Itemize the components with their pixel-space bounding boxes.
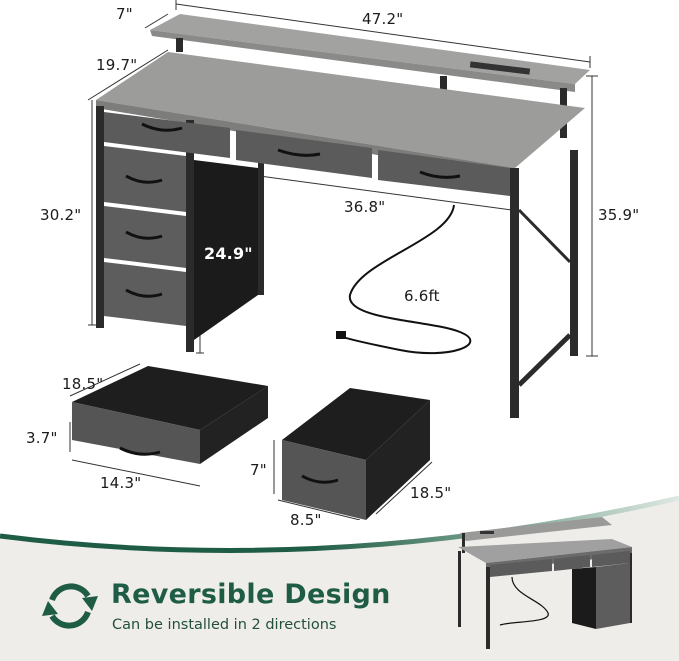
desk-illustration: [69, 0, 598, 520]
knee-height-label: 24.9": [204, 244, 253, 263]
feature-title: Reversible Design: [111, 579, 391, 610]
large-drawer-height-label: 7": [250, 461, 267, 479]
shelf-depth-label: 7": [116, 5, 133, 23]
small-drawer-width-label: 14.3": [100, 474, 142, 492]
desk-depth-label: 19.7": [96, 56, 138, 74]
desk-height-label: 30.2": [40, 206, 82, 224]
small-drawer-depth-label: 18.5": [62, 375, 104, 393]
small-drawer-height-label: 3.7": [26, 429, 58, 447]
large-drawer-depth-label: 18.5": [410, 484, 452, 502]
reverse-arrows-icon: [38, 578, 102, 634]
overall-height-label: 35.9": [598, 206, 640, 224]
feature-subtitle: Can be installed in 2 directions: [112, 617, 337, 633]
cord-length-label: 6.6ft: [404, 287, 440, 305]
overall-width-label: 47.2": [362, 10, 404, 28]
reversed-desk-thumbnail: [458, 517, 632, 649]
knee-width-label: 36.8": [344, 198, 386, 216]
large-drawer-width-label: 8.5": [290, 511, 322, 529]
